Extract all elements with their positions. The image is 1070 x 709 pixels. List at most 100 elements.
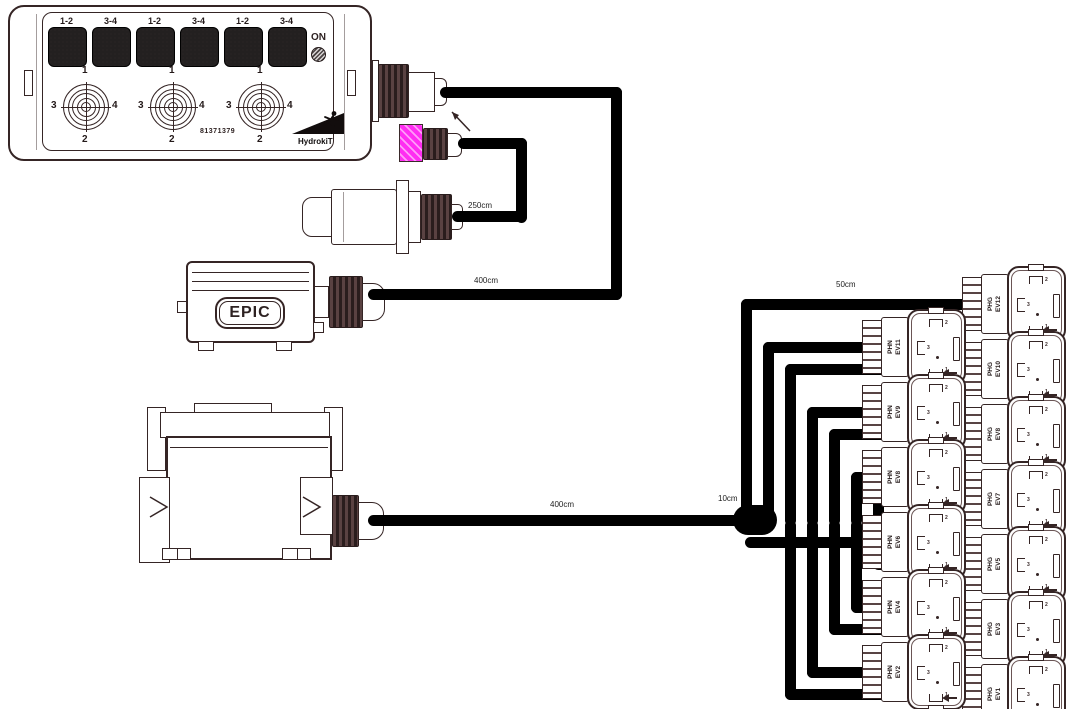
valve-tab-bottom — [928, 705, 944, 709]
valve-id: EV8 — [995, 427, 1002, 441]
epic-ridge — [192, 290, 309, 291]
valve-terminal-bracket-top — [929, 579, 943, 587]
cable-segment — [611, 86, 622, 300]
joystick-direction-label: 3 — [138, 100, 144, 111]
valve-terminal-digit: 3 — [1027, 692, 1030, 698]
housing-wing-right — [300, 477, 333, 535]
brand-name: HydrokiT — [298, 137, 333, 146]
valve-terminal-digit: 3 — [927, 605, 930, 611]
valve-prefix: PHG — [987, 556, 995, 572]
valve-prefix: PHG — [987, 621, 995, 637]
valve-prefix: PHN — [887, 340, 895, 354]
cable-segment — [806, 666, 872, 678]
rocker-switch[interactable] — [224, 27, 263, 67]
valve-cable-ribs — [862, 385, 882, 439]
valve-arrow-icon — [948, 697, 957, 699]
joystick-direction-label: 2 — [257, 134, 263, 145]
rocker-switch[interactable] — [268, 27, 307, 67]
valve-arrow-icon — [1048, 589, 1057, 591]
valve-arrow-icon — [948, 567, 957, 569]
cable-segment — [784, 520, 796, 700]
valve-center-dot — [936, 551, 939, 554]
valve-prefix: PHG — [987, 491, 995, 507]
cable-segment — [368, 514, 760, 526]
valve-prefix: PHN — [887, 535, 895, 549]
housing-foot — [282, 548, 298, 560]
valve-arrow-icon — [1042, 586, 1049, 594]
box-endcap-seam-left — [36, 14, 37, 150]
valve-terminal-digit: 2 — [1045, 277, 1048, 283]
valve-coil-slot — [953, 662, 960, 686]
valve-coil-slot — [1053, 359, 1060, 383]
valve-terminal-digit: 2 — [945, 320, 948, 326]
housing-foot — [162, 548, 178, 560]
cable-length-label: 400cm — [474, 276, 499, 285]
rocker-switch[interactable] — [180, 27, 219, 67]
valve-coil-slot — [953, 597, 960, 621]
valve-terminal-bracket-left — [917, 666, 925, 680]
harness-junction — [733, 505, 777, 535]
valve-center-dot — [1036, 378, 1039, 381]
valve-arrow-icon — [1048, 459, 1057, 461]
valve-id: EV2 — [895, 665, 902, 679]
rocker-switch[interactable] — [136, 27, 175, 67]
rocker-switch[interactable] — [92, 27, 131, 67]
valve-terminal-bracket-top — [929, 449, 943, 457]
valve-connector: PHGEV1231 — [962, 654, 1066, 709]
on-label: ON — [311, 32, 326, 43]
valve-id: EV8 — [895, 470, 902, 484]
valve-coil-slot — [1053, 424, 1060, 448]
valve-arrow-icon — [948, 502, 957, 504]
valve-tab-top — [928, 502, 944, 509]
housing-foot — [177, 548, 191, 560]
rocker-label: 1-2 — [147, 16, 161, 26]
joystick-direction-label: 3 — [51, 100, 57, 111]
valve-id: EV3 — [995, 622, 1002, 636]
valve-terminal-bracket-top — [1029, 406, 1043, 414]
valve-coil-slot — [1053, 619, 1060, 643]
logo-runner-icon — [292, 111, 344, 134]
joystick-crosshair — [85, 82, 87, 132]
valve-arrow-icon — [948, 632, 957, 634]
valve-terminal-bracket-top — [1029, 471, 1043, 479]
valve-coil-slot — [1053, 554, 1060, 578]
valve-terminal-digit: 2 — [1045, 472, 1048, 478]
epic-neck — [314, 286, 329, 318]
valve-terminal-digit: 2 — [1045, 407, 1048, 413]
valve-arrow-icon — [1048, 329, 1057, 331]
cable-segment — [458, 137, 527, 149]
rocker-switch[interactable] — [48, 27, 87, 67]
box-side-clip-right — [347, 70, 356, 96]
valve-prefix: PHG — [987, 426, 995, 442]
rocker-label: 3-4 — [191, 16, 205, 26]
valve-id: EV5 — [995, 557, 1002, 571]
valve-terminal-digit: 3 — [927, 670, 930, 676]
valve-coil-slot — [953, 337, 960, 361]
valve-terminal-digit: 3 — [1027, 627, 1030, 633]
part-number: 81371379 — [200, 128, 236, 135]
epic-side-pin-right — [313, 322, 324, 333]
valve-terminal-bracket-left — [1017, 623, 1025, 637]
housing-inner-line — [170, 447, 328, 448]
cable-segment — [850, 471, 862, 526]
valve-coil-slot — [953, 467, 960, 491]
valve-arrow-icon — [942, 499, 949, 507]
valve-arrow-icon — [1048, 394, 1057, 396]
valve-id: EV11 — [895, 339, 902, 355]
valve-terminal-digit: 3 — [1027, 562, 1030, 568]
valve-terminal-bracket-top — [1029, 341, 1043, 349]
box-connector-body — [408, 72, 435, 112]
valve-coil-slot — [1053, 294, 1060, 318]
valve-terminal-bracket-top — [929, 644, 943, 652]
valve-coil-slot — [953, 532, 960, 556]
